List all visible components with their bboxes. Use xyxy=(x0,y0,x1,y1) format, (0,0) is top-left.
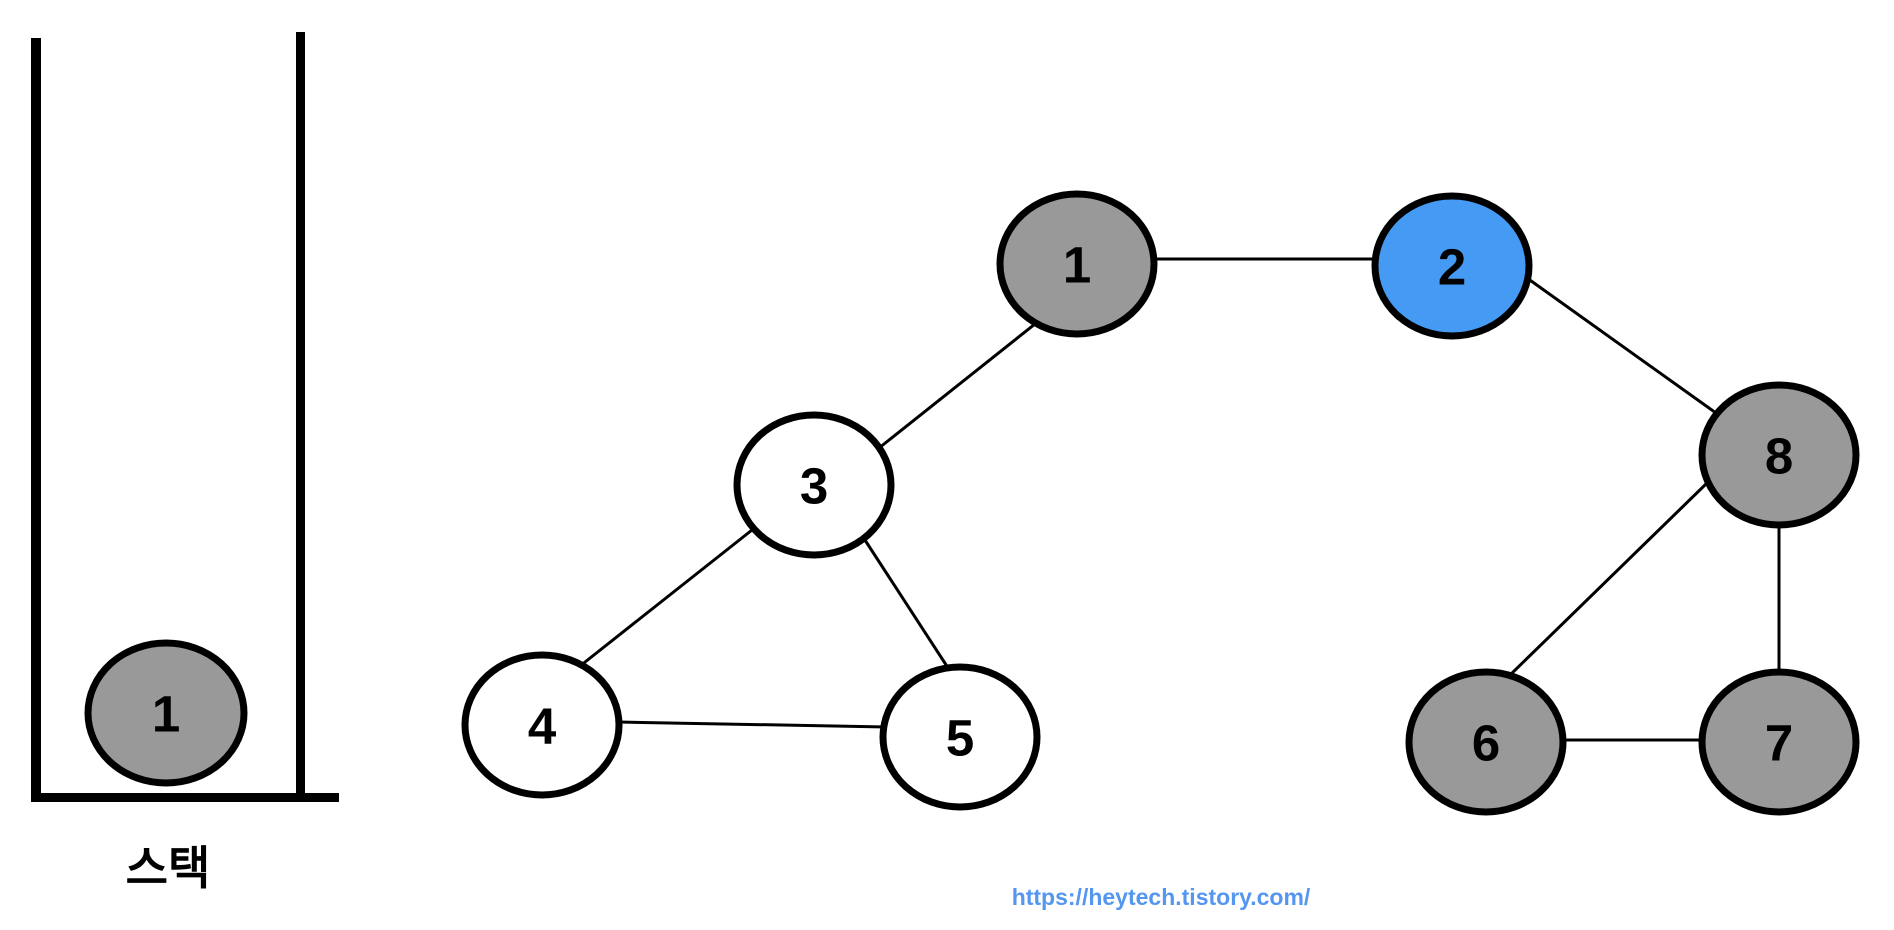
footer-url-link[interactable]: https://heytech.tistory.com/ xyxy=(1011,884,1311,910)
graph-node-label-1: 1 xyxy=(1063,236,1091,293)
graph-node-label-2: 2 xyxy=(1438,238,1466,295)
graph-node-circle-6 xyxy=(1405,668,1567,816)
edge-3-4 xyxy=(579,528,753,668)
graph-node-label-8: 8 xyxy=(1765,427,1793,484)
stack-item-circle xyxy=(84,639,248,787)
stack-item-value: 1 xyxy=(152,685,180,742)
edge-1-3 xyxy=(878,322,1036,450)
graph-node-label-4: 4 xyxy=(528,697,557,754)
edge-3-5 xyxy=(861,536,954,675)
graph-node-circle-1 xyxy=(996,190,1158,338)
graph-node-2: 2 xyxy=(1371,192,1533,340)
graph-node-label-5: 5 xyxy=(946,709,974,766)
graph-node-4: 4 xyxy=(461,651,623,799)
edge-8-6 xyxy=(1506,482,1708,679)
graph-node-circle-8 xyxy=(1698,381,1860,529)
graph-node-label-3: 3 xyxy=(800,457,828,514)
graph-node-6: 6 xyxy=(1405,668,1567,816)
graph-node-circle-4 xyxy=(461,651,623,799)
graph-node-circle-3 xyxy=(733,411,895,559)
edge-4-5 xyxy=(617,720,887,729)
graph-node-label-6: 6 xyxy=(1472,714,1500,771)
graph-node-7: 7 xyxy=(1698,668,1860,816)
stack-wall-bottom xyxy=(31,793,339,802)
stack-wall-left xyxy=(31,38,41,802)
stack-label: 스택 xyxy=(126,842,211,894)
graph-node-circle-5 xyxy=(879,663,1041,811)
graph-node-5: 5 xyxy=(879,663,1041,811)
graph-node-8: 8 xyxy=(1698,381,1860,529)
stack-wall-right xyxy=(296,32,305,802)
graph-node-1: 1 xyxy=(996,190,1158,338)
graph-node-label-7: 7 xyxy=(1765,714,1793,771)
graph-node-3: 3 xyxy=(733,411,895,559)
edge-2-8 xyxy=(1526,276,1717,415)
graph-node-circle-2 xyxy=(1371,192,1533,340)
graph-node-circle-7 xyxy=(1698,668,1860,816)
